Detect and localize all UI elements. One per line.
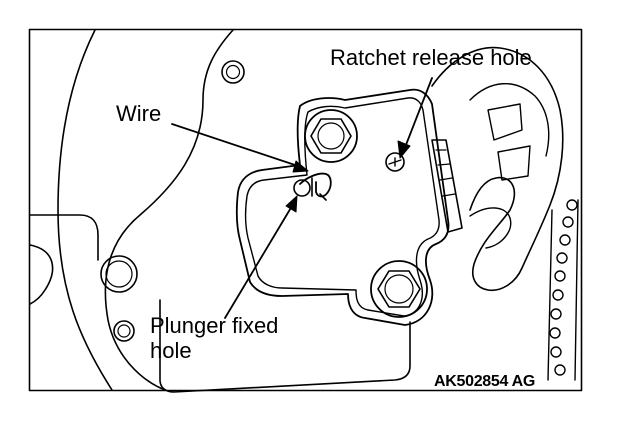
ratchet-leader-line xyxy=(403,77,433,151)
boss-upper-left-inner xyxy=(225,64,241,80)
lower-bolt-face xyxy=(384,274,414,304)
label-plunger-fixed-hole: Plunger fixed hole xyxy=(150,313,278,363)
upper-bolt-face xyxy=(317,122,345,150)
guide-arm-inner xyxy=(469,82,550,157)
housing-inner-curve xyxy=(104,29,234,391)
ratchet-release-slot xyxy=(388,157,402,167)
wire-pin-tail xyxy=(311,177,327,201)
upper-bolt-head xyxy=(310,118,352,154)
boss-lower-left xyxy=(113,320,135,342)
housing-outer-curve xyxy=(57,29,113,391)
label-wire: Wire xyxy=(116,101,162,126)
label-ratchet-release-hole: Ratchet release hole xyxy=(330,45,532,70)
guide-rib-1 xyxy=(487,103,523,141)
label-plunger-line-1: Plunger fixed xyxy=(150,313,279,338)
tensioner-body-detail xyxy=(435,149,456,197)
wire-leader-line xyxy=(171,123,299,167)
tensioner-body xyxy=(431,139,463,233)
lower-bolt-washer xyxy=(370,260,428,318)
guide-arm xyxy=(431,46,564,292)
boss-upper-left xyxy=(221,60,245,84)
plunger-leader-arrow xyxy=(285,195,298,213)
plunger-leader-line xyxy=(224,205,293,319)
housing-left-notch xyxy=(29,214,99,261)
boss-middle-left xyxy=(100,255,138,293)
guide-rib-2 xyxy=(497,145,531,181)
plunger-fixed-hole xyxy=(293,179,311,197)
boss-middle-left-inner xyxy=(105,260,133,288)
figure-frame xyxy=(28,28,583,392)
lower-bolt-head xyxy=(377,270,421,308)
housing-left-arc xyxy=(29,244,54,305)
timing-chain xyxy=(547,199,579,381)
wire-pin xyxy=(299,172,332,198)
upper-bolt-washer xyxy=(304,109,358,163)
ratchet-leader-arrow xyxy=(397,140,411,159)
guide-rib-3 xyxy=(469,207,512,249)
tensioner-plate-outer xyxy=(235,88,450,326)
ratchet-release-hole xyxy=(385,152,405,172)
tensioner-plate-inner xyxy=(244,97,440,317)
figure-code: AK502854 AG xyxy=(434,373,536,390)
boss-lower-left-inner xyxy=(117,324,131,338)
housing-lower-edge xyxy=(159,299,411,393)
wire-leader-arrow xyxy=(292,160,309,173)
label-plunger-line-2: hole xyxy=(150,338,192,363)
